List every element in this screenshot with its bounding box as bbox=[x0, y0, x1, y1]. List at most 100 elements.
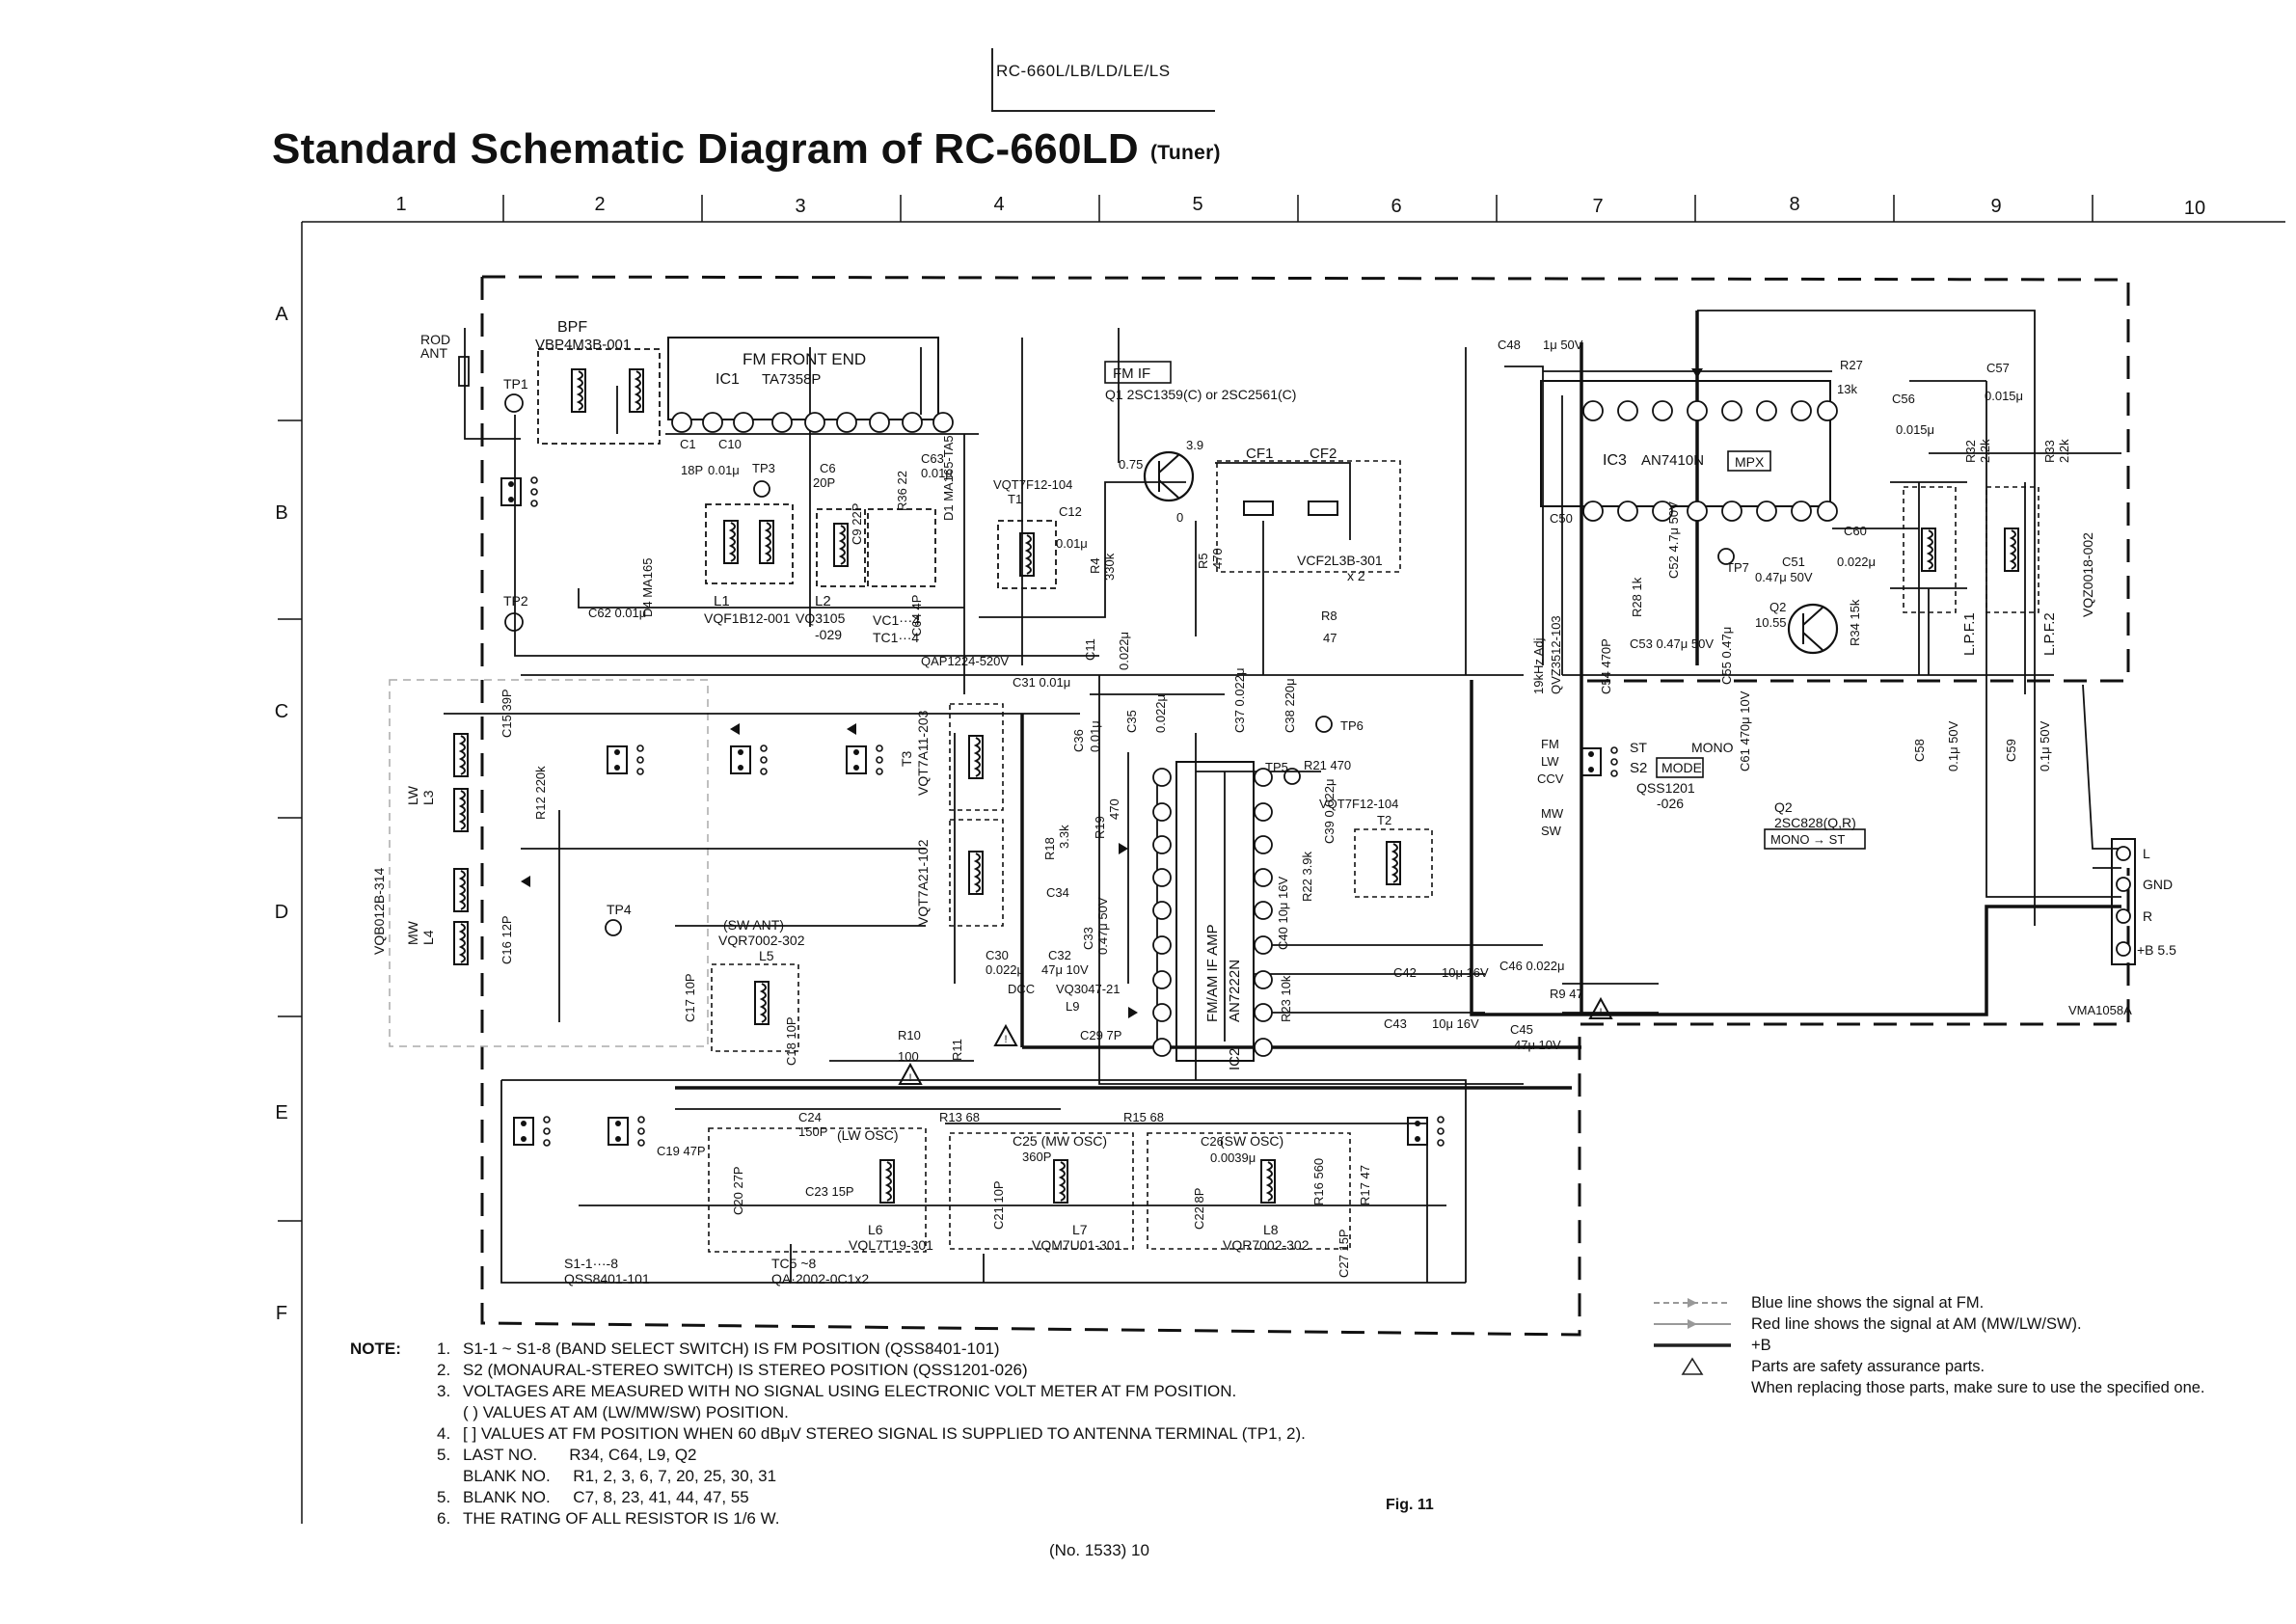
mw-coil bbox=[453, 921, 469, 965]
sw-osc-label: (SW OSC) bbox=[1220, 1133, 1283, 1149]
c54-label: C54 470P bbox=[1599, 638, 1613, 694]
ic3-ref: IC3 bbox=[1603, 452, 1627, 469]
c48-value: 1μ 50V bbox=[1543, 338, 1583, 352]
note-num: 5. bbox=[437, 1488, 451, 1506]
c43-value: 10μ 16V bbox=[1432, 1016, 1479, 1031]
ic3-block bbox=[1540, 380, 1831, 507]
grid-row-labels: A B C D E F bbox=[275, 304, 289, 1324]
ic2-block bbox=[1175, 761, 1255, 1062]
s1-4-switch bbox=[846, 744, 883, 775]
vc-shield bbox=[867, 508, 936, 587]
dcc-label: DCC bbox=[1008, 982, 1035, 996]
c45-ic3-label: C50 bbox=[1550, 511, 1573, 526]
figure-number: Fig. 11 bbox=[1386, 1497, 1434, 1513]
r19-value: 470 bbox=[1107, 798, 1121, 820]
tc-range: TC1···4 bbox=[873, 630, 919, 645]
lw-label: LW bbox=[405, 785, 420, 805]
r28-label: R28 1k bbox=[1630, 577, 1644, 617]
l5-shield bbox=[711, 963, 799, 1052]
tp7-terminal bbox=[1717, 548, 1735, 565]
notes: NOTE: 1. S1-1 ~ S1-8 (BAND SELECT SWITCH… bbox=[350, 1339, 1306, 1529]
ic2-ref: IC2 bbox=[1227, 1048, 1243, 1070]
note-label: NOTE: bbox=[350, 1340, 401, 1358]
legend-row: Red line shows the signal at AM (MW/LW/S… bbox=[1649, 1313, 2205, 1335]
c42-label: C42 bbox=[1393, 965, 1417, 980]
note-row: 6. THE RATING OF ALL RESISTOR IS 1/6 W. bbox=[437, 1508, 1306, 1529]
legend-text: Red line shows the signal at AM (MW/LW/S… bbox=[1751, 1315, 2082, 1333]
c60-label: C60 bbox=[1844, 524, 1867, 538]
r17-label: R17 47 bbox=[1358, 1165, 1372, 1205]
ic3-part: AN7410N bbox=[1641, 452, 1704, 469]
l2-label: L2 bbox=[815, 593, 831, 609]
t1-label: T1 bbox=[1008, 492, 1022, 506]
r19-label: R19 bbox=[1093, 816, 1107, 839]
bpf-coil bbox=[571, 368, 586, 413]
grid-frame bbox=[278, 195, 2285, 1524]
note-row: 5. BLANK NO. C7, 8, 23, 41, 44, 47, 55 bbox=[437, 1487, 1306, 1508]
t1-shield bbox=[997, 520, 1057, 589]
r4-value: 330k bbox=[1102, 553, 1117, 581]
legend-text: Parts are safety assurance parts. bbox=[1751, 1358, 1985, 1375]
r33-value: 2.2k bbox=[2057, 439, 2071, 463]
r10-value: 100 bbox=[898, 1049, 919, 1064]
connector-pin bbox=[2116, 908, 2131, 924]
c37-label: C37 0.022μ bbox=[1232, 668, 1247, 733]
pin-gnd-label: GND bbox=[2143, 877, 2173, 892]
legend-text: +B bbox=[1751, 1337, 1771, 1354]
r18-label: R18 bbox=[1042, 837, 1057, 860]
r15-label: R15 68 bbox=[1123, 1110, 1164, 1124]
s2-mode-box bbox=[1656, 757, 1704, 778]
note-text: S1-1 ~ S1-8 (BAND SELECT SWITCH) IS FM P… bbox=[463, 1340, 1000, 1358]
c43-label: C43 bbox=[1384, 1016, 1407, 1031]
vc-range: VC1···4 bbox=[873, 612, 920, 628]
grid-col-label: 7 bbox=[1592, 196, 1603, 217]
page-title: Standard Schematic Diagram of RC-660LD(T… bbox=[272, 125, 1221, 174]
c10-value: 0.01μ bbox=[708, 463, 740, 477]
l4-part: VQB012B-314 bbox=[371, 868, 387, 955]
note-text: S2 (MONAURAL-STEREO SWITCH) IS STEREO PO… bbox=[463, 1361, 1028, 1379]
c12-value: 0.01μ bbox=[1056, 536, 1088, 551]
r8-value: 47 bbox=[1323, 631, 1337, 645]
q1-symbol bbox=[1158, 454, 1179, 499]
s1-pos: FM bbox=[1541, 737, 1559, 751]
c12-label: C12 bbox=[1059, 504, 1082, 519]
tp5-terminal bbox=[1283, 768, 1301, 785]
q1-voltage-e: 0 bbox=[1176, 510, 1183, 525]
note-num bbox=[437, 1466, 463, 1487]
tp3-label: TP3 bbox=[752, 461, 775, 475]
pin-r-label: R bbox=[2143, 908, 2152, 924]
l1-coil bbox=[759, 520, 774, 564]
lpf1-label: L.P.F.1 bbox=[1961, 612, 1978, 656]
note-row: NOTE: 1. S1-1 ~ S1-8 (BAND SELECT SWITCH… bbox=[350, 1339, 1306, 1360]
r18-value: 3.3k bbox=[1057, 825, 1071, 849]
grid-col-label: 1 bbox=[395, 194, 406, 215]
c6-value: 20P bbox=[813, 475, 835, 490]
l6-coil bbox=[879, 1159, 895, 1204]
r27-label: R27 bbox=[1840, 358, 1863, 372]
s1-5-switch bbox=[1580, 746, 1618, 777]
c35-label: C35 bbox=[1124, 710, 1139, 733]
note-text: LAST NO. R34, C64, L9, Q2 bbox=[463, 1446, 697, 1464]
s2-st: ST bbox=[1630, 740, 1647, 755]
s1-pos: LW bbox=[1541, 754, 1559, 769]
mono-st-indicator: MONO → ST bbox=[1770, 832, 1845, 847]
note-text: ( ) VALUES AT AM (LW/MW/SW) POSITION. bbox=[463, 1403, 789, 1421]
t3-coil bbox=[968, 735, 984, 779]
c27-label: C27 15P bbox=[1337, 1229, 1351, 1278]
d4-label: D4 MA165 bbox=[640, 558, 655, 617]
tp4-label: TP4 bbox=[607, 902, 632, 917]
l2-coil bbox=[833, 523, 849, 567]
pin-l-label: L bbox=[2143, 846, 2150, 861]
shield-outline bbox=[481, 275, 2130, 683]
s1-position-labels: FM LW CCV MW SW bbox=[1537, 737, 1564, 838]
d1-label: D1 MA165-TA5 bbox=[941, 435, 956, 521]
c10-label: C10 bbox=[718, 437, 742, 451]
s1-set-label: S1-1···-8 bbox=[564, 1256, 618, 1271]
tp6-label: TP6 bbox=[1340, 718, 1364, 733]
c1-value: 18P bbox=[681, 463, 703, 477]
c30-label: C30 bbox=[986, 948, 1009, 962]
l2-part: VQ3105 bbox=[796, 610, 846, 626]
c33-value: 0.47μ 50V bbox=[1095, 897, 1110, 955]
r13-label: R13 68 bbox=[939, 1110, 980, 1124]
legend-text: Blue line shows the signal at FM. bbox=[1751, 1294, 1985, 1312]
